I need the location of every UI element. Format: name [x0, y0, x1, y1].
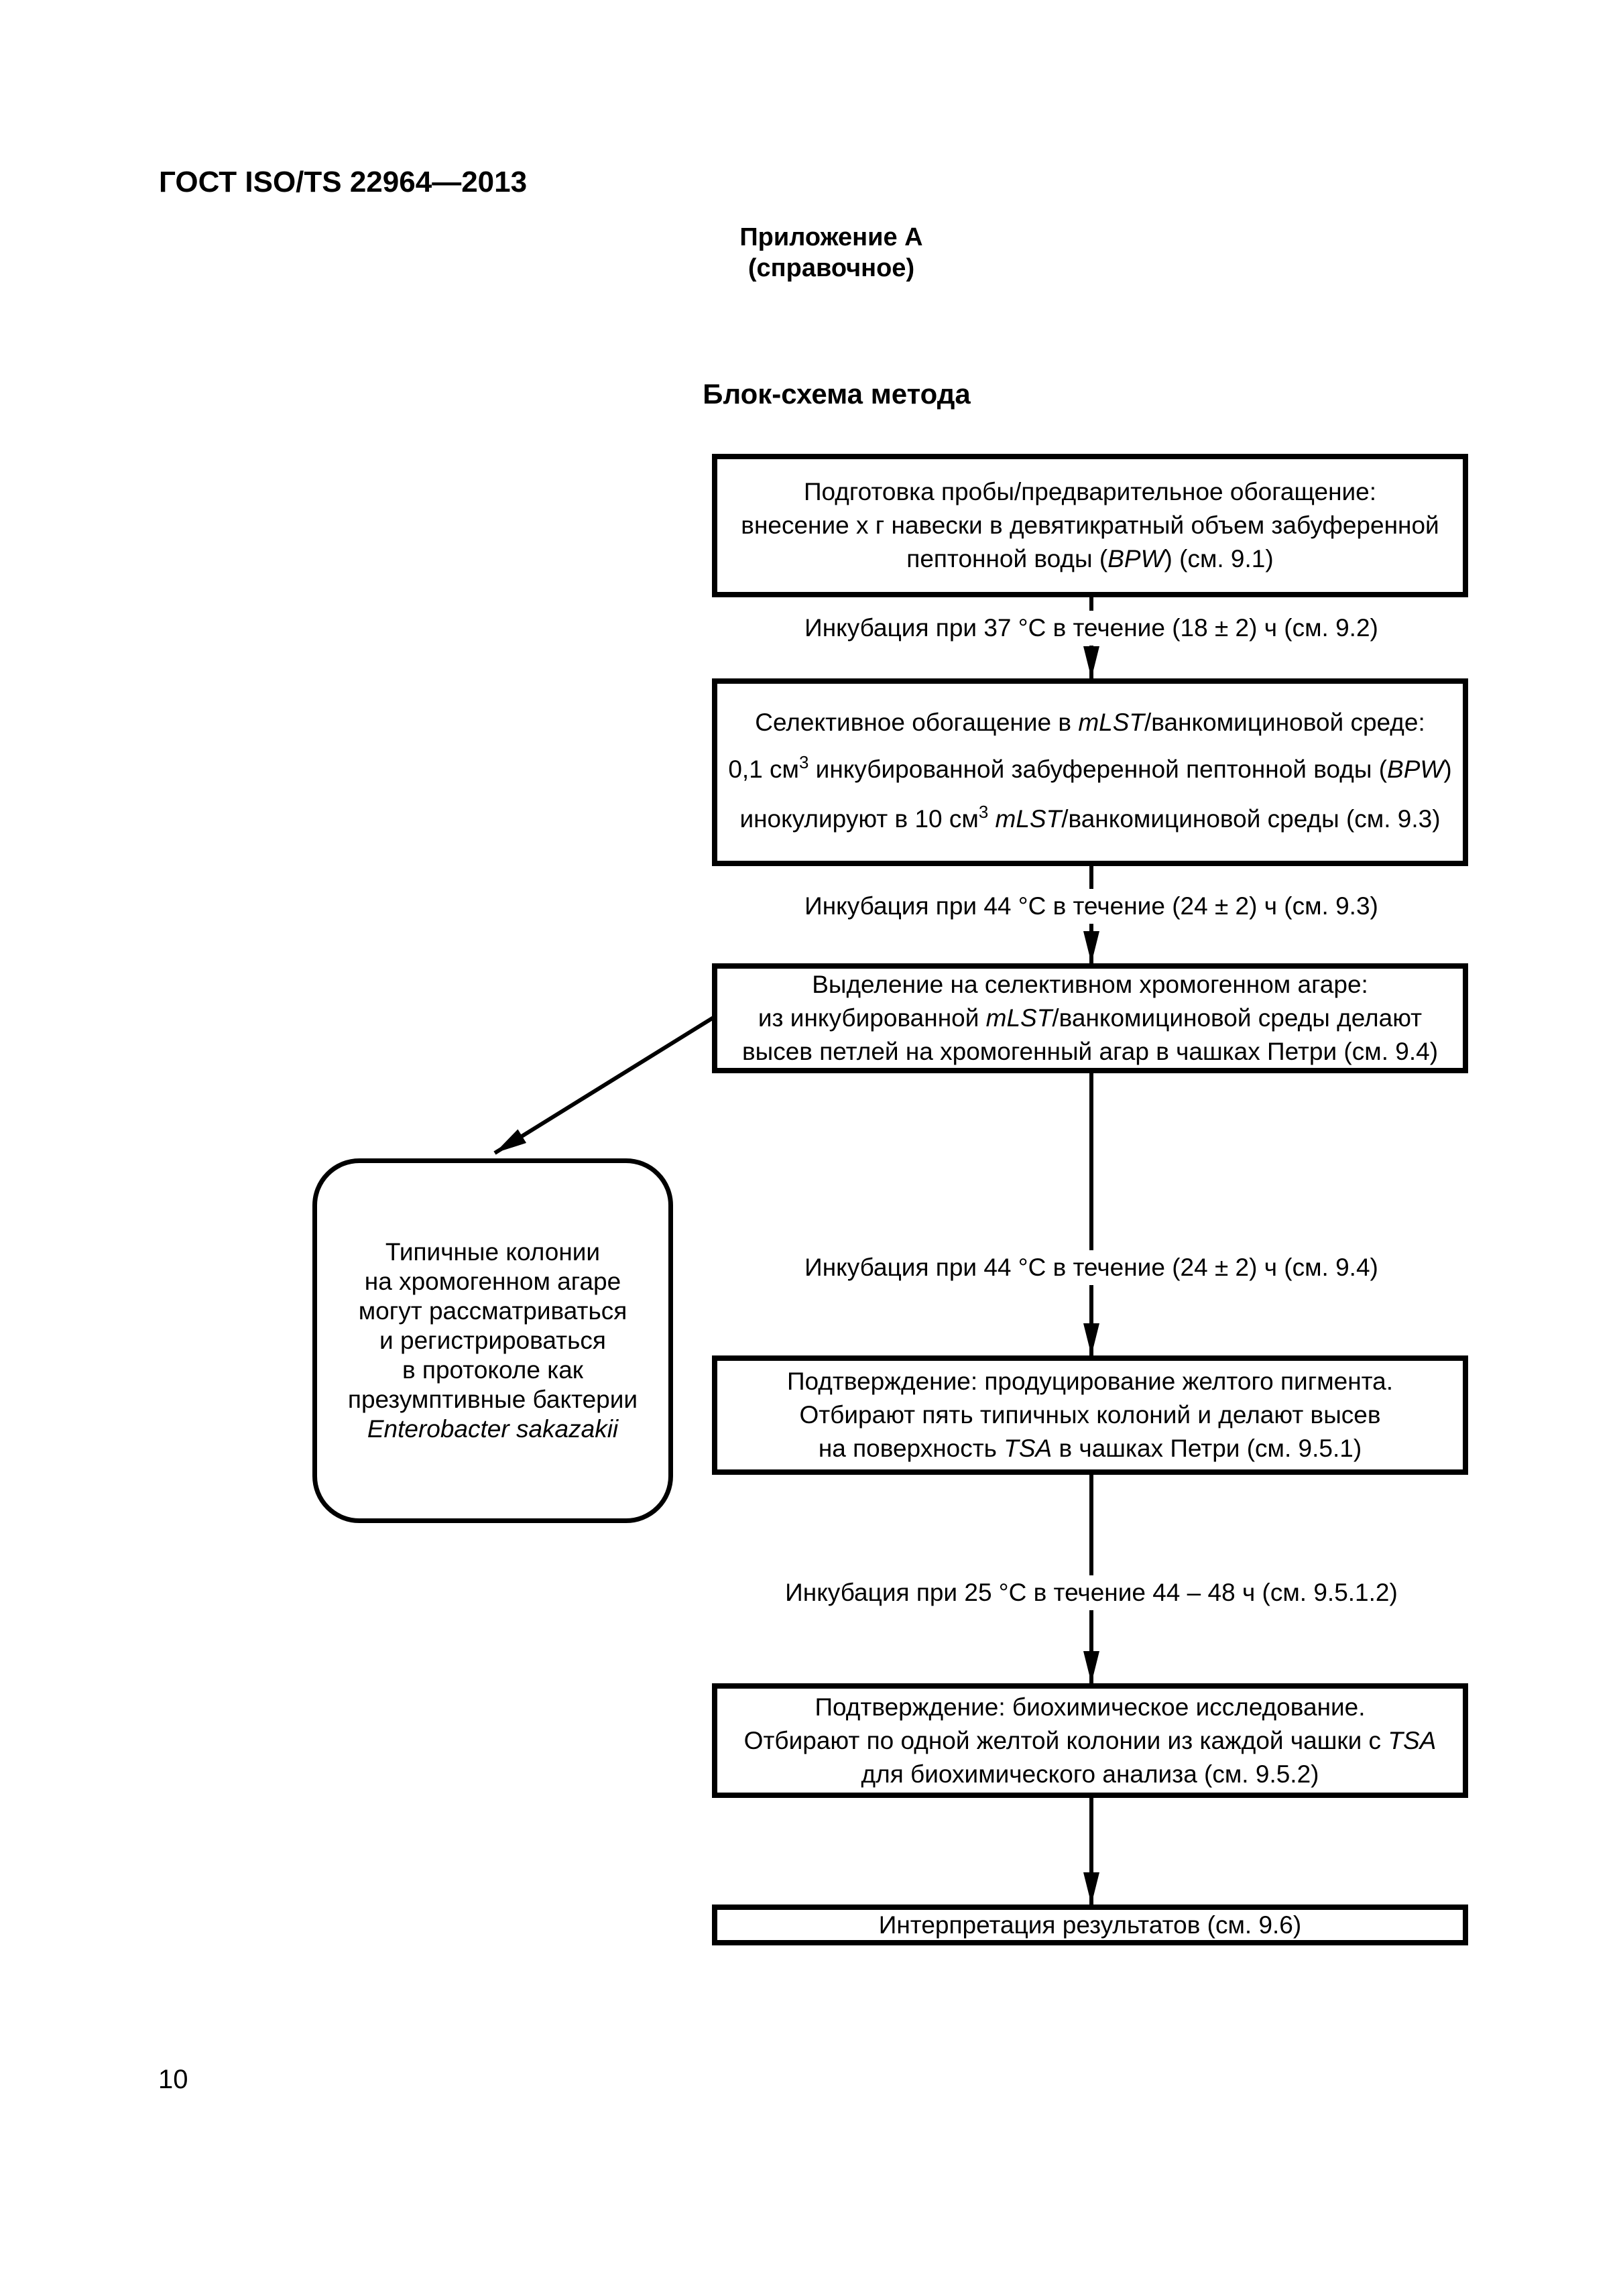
- text-line: пептонной воды (BPW) (см. 9.1): [906, 545, 1274, 572]
- flow-box-sample-preparation: Подготовка пробы/предварительное обогаще…: [712, 454, 1468, 597]
- text-line: инокулируют в 10 см3 mLST/ванкомициновой…: [739, 802, 1441, 833]
- text-line: Отбирают по одной желтой колонии из кажд…: [743, 1726, 1437, 1754]
- flow-box-selective-enrichment: Селективное обогащение в mLST/ванкомицин…: [712, 678, 1468, 866]
- diagram-title: Блок-схема метода: [703, 378, 971, 410]
- text-line: на поверхность TSA в чашках Петри (см. 9…: [818, 1435, 1362, 1462]
- appendix-title: Приложение А: [739, 223, 923, 251]
- text-line: на хромогенном агаре: [364, 1268, 621, 1295]
- appendix-subtitle: (справочное): [747, 254, 915, 282]
- flow-box-confirmation-yellow-pigment: Подтверждение: продуцирование желтого пи…: [712, 1355, 1468, 1475]
- document-header: ГОСТ ISO/TS 22964—2013: [159, 166, 528, 198]
- text-line: внесение х г навески в девятикратный объ…: [741, 511, 1439, 539]
- text-line: в протоколе как: [402, 1356, 583, 1384]
- text-line: Подтверждение: продуцирование желтого пи…: [786, 1368, 1394, 1395]
- text-line: Типичные колонии: [385, 1238, 601, 1266]
- text-line: Интерпретация результатов (см. 9.6): [878, 1911, 1302, 1939]
- page-number: 10: [158, 2065, 188, 2094]
- text-line: Подготовка пробы/предварительное обогаще…: [803, 478, 1377, 505]
- text-line: 0,1 см3 инкубированной забуференной пепт…: [728, 753, 1452, 783]
- flow-box-interpretation: Интерпретация результатов (см. 9.6): [712, 1905, 1468, 1945]
- appendix-heading: Приложение А (справочное): [630, 222, 1032, 284]
- text-line: высев петлей на хромогенный агар в чашка…: [741, 1038, 1439, 1065]
- text-line: Подтверждение: биохимическое исследовани…: [815, 1693, 1366, 1721]
- text-line: Селективное обогащение в mLST/ванкомицин…: [755, 709, 1425, 736]
- flow-box-isolation-chromogenic-agar: Выделение на селективном хромогенном ага…: [712, 963, 1468, 1073]
- text-line: презумптивные бактерии: [347, 1386, 638, 1413]
- text-line: из инкубированной mLST/ванкомициновой ср…: [758, 1004, 1423, 1032]
- text-line: и регистрироваться: [379, 1327, 606, 1354]
- text-line: для биохимического анализа (см. 9.5.2): [861, 1760, 1319, 1788]
- text-line: могут рассматриваться: [358, 1297, 627, 1325]
- text-line: Отбирают пять типичных колоний и делают …: [799, 1401, 1381, 1429]
- arrow-isolation-to-side-note: [493, 1016, 715, 1155]
- text-line: Выделение на селективном хромогенном ага…: [812, 971, 1368, 998]
- text-line: Enterobacter sakazakii: [367, 1415, 619, 1443]
- flow-box-confirmation-biochemical: Подтверждение: биохимическое исследовани…: [712, 1683, 1468, 1798]
